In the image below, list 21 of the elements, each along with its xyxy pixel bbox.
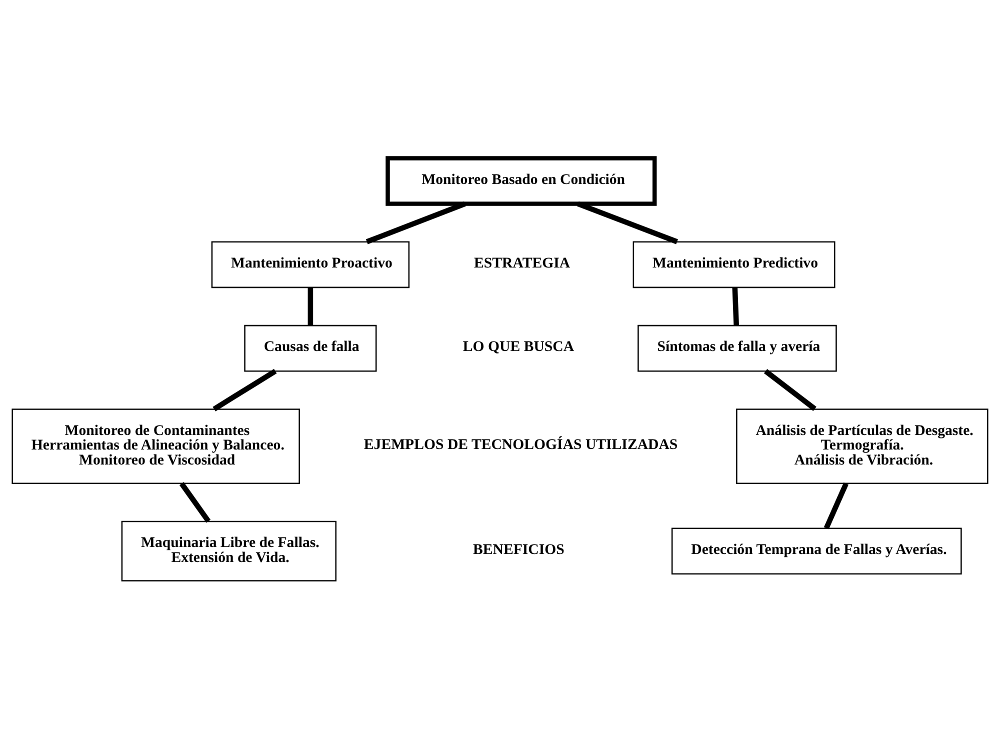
label: LO QUE BUSCA: [462, 338, 574, 355]
node-box: Causas de falla: [244, 324, 377, 372]
label: ESTRATEGIA: [474, 255, 570, 272]
connector: [179, 482, 211, 522]
connector: [577, 200, 678, 244]
node-box: Monitoreo de Contaminantes Herramientas de Alineación y Balanceo. Monitoreo de Viscosidad: [12, 408, 300, 484]
node-box: Análisis de Partículas de Desgaste. Termografía. Análisis de Vibración.: [736, 408, 988, 484]
label: EJEMPLOS DE TECNOLOGÍAS UTILIZADAS: [364, 436, 678, 453]
node-box: Maquinaria Libre de Fallas. Extensión de Vida.: [121, 520, 336, 581]
node-box: Detección Temprana de Fallas y Averías.: [671, 527, 962, 574]
connector: [824, 482, 849, 529]
connector: [212, 368, 277, 411]
connector: [732, 286, 739, 325]
connector: [308, 287, 314, 325]
node-box: Monitoreo Basado en Condición: [386, 156, 657, 206]
node-box: Mantenimiento Proactivo: [211, 240, 410, 288]
connector: [366, 200, 466, 244]
node-box: Mantenimiento Predictivo: [632, 240, 836, 288]
label: BENEFICIOS: [472, 541, 564, 558]
connector: [764, 368, 816, 410]
node-box: Síntomas de falla y avería: [638, 324, 837, 372]
